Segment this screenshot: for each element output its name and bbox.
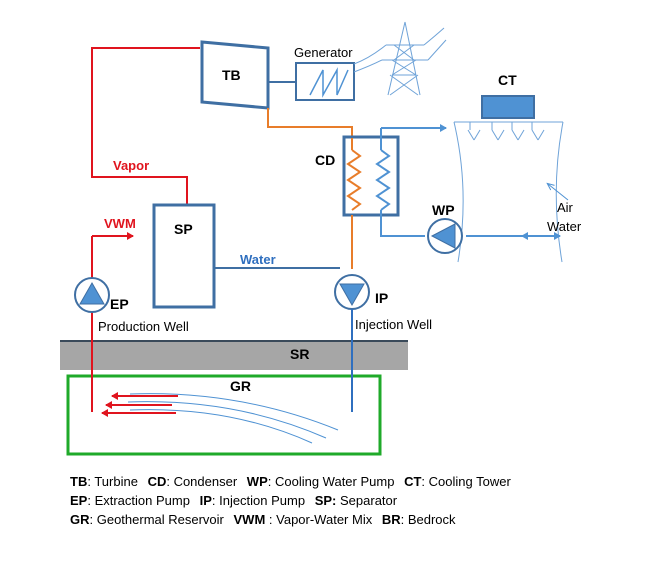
legend-item: SP: Separator xyxy=(314,493,398,508)
production-well-label: Production Well xyxy=(98,319,189,334)
cooling-tower-fan xyxy=(481,95,535,119)
legend-row-2: EP: Extraction Pump IP: Injection Pump S… xyxy=(70,491,630,510)
generator-box xyxy=(295,62,355,101)
vapor-pipe xyxy=(91,47,200,205)
generator-label: Generator xyxy=(294,45,353,60)
injection-well-label: Injection Well xyxy=(355,317,432,332)
geothermal-reservoir xyxy=(66,374,382,456)
air-label: Air xyxy=(557,200,574,215)
extraction-pump-icon xyxy=(74,277,110,313)
legend-row-1: TB: Turbine CD: Condenser WP: Cooling Wa… xyxy=(70,472,630,491)
production-well-pipe xyxy=(91,232,134,412)
legend-item: CD: Condenser xyxy=(147,474,238,489)
transmission-tower-icon xyxy=(353,21,447,96)
reservoir-red-arrows xyxy=(101,392,178,417)
legend-item: WP: Cooling Water Pump xyxy=(246,474,395,489)
vwm-label: VWM xyxy=(104,216,136,231)
reservoir-flow-curves xyxy=(127,393,339,444)
bedrock-layer xyxy=(60,340,408,370)
condenser-orange-coil xyxy=(346,149,362,211)
legend-item: IP: Injection Pump xyxy=(199,493,306,508)
water-pump-icon xyxy=(427,218,463,254)
generator-wave-icon xyxy=(309,67,349,98)
separator-label: SP xyxy=(174,221,193,237)
injection-pump-label: IP xyxy=(375,290,388,306)
legend-item: TB: Turbine xyxy=(70,474,138,489)
legend-item: CT: Cooling Tower xyxy=(404,474,511,489)
legend-item: GR: Geothermal Reservoir xyxy=(70,512,224,527)
legend-item: BR: Bedrock xyxy=(381,512,456,527)
cooling-circuit xyxy=(380,124,555,237)
bedrock-label: SR xyxy=(290,346,309,362)
legend: TB: Turbine CD: Condenser WP: Cooling Wa… xyxy=(70,472,630,529)
condenser-blue-coil xyxy=(375,149,391,211)
legend-row-3: GR: Geothermal Reservoir VWM : Vapor-Wat… xyxy=(70,510,630,529)
cooling-tower xyxy=(453,121,564,263)
extraction-pump-label: EP xyxy=(110,296,129,312)
reservoir-label: GR xyxy=(230,378,251,394)
separator-box xyxy=(152,203,216,309)
injection-pump-icon xyxy=(334,274,370,310)
air-water-pointer xyxy=(548,184,569,201)
water-pipe-label: Water xyxy=(240,252,276,267)
legend-item: EP: Extraction Pump xyxy=(70,493,190,508)
steam-pipe xyxy=(267,108,353,138)
condenser-label: CD xyxy=(315,152,335,168)
cooling-tower-label: CT xyxy=(498,72,517,88)
vapor-label: Vapor xyxy=(113,158,149,173)
legend-item: VWM : Vapor-Water Mix xyxy=(233,512,373,527)
cooling-water-label: Water xyxy=(547,219,582,234)
water-pump-label: WP xyxy=(432,202,455,218)
turbine-label: TB xyxy=(222,67,241,83)
